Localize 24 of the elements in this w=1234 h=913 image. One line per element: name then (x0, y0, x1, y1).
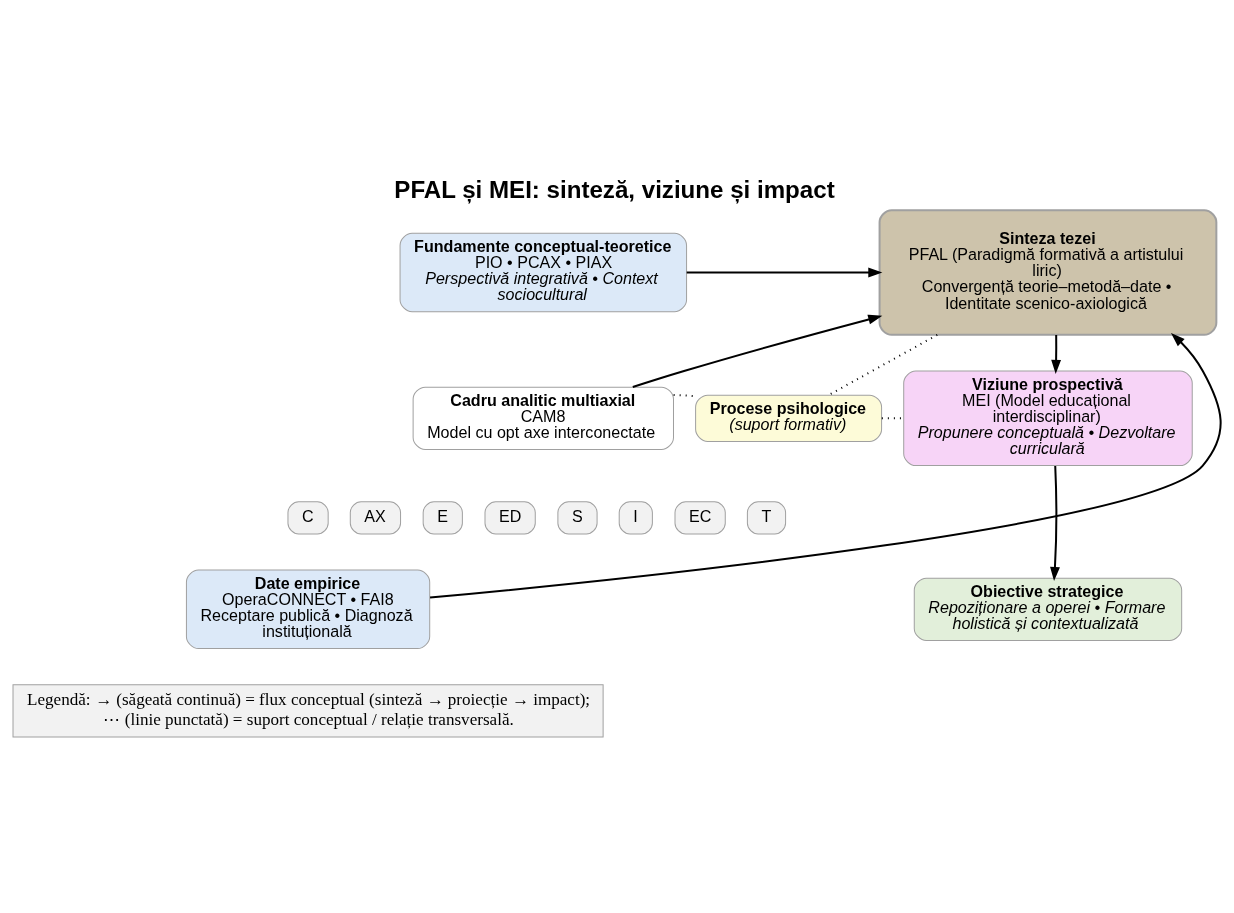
arrow (686, 267, 883, 278)
connector (673, 394, 696, 398)
connector (828, 334, 938, 396)
node-box: Viziune prospectivă MEI (Model educațional interdisciplinar) Propunere conceptuală • Dezvoltare curriculară (903, 370, 1193, 467)
node-box: Date empirice OperaCONNECT • FAI8 Receptare publică • Diagnoză instituțională (185, 569, 431, 649)
node-box: AX (349, 501, 402, 535)
node-box: Fundamente conceptual-teoretice PIO • PCAX • PIAX Perspectivă integrativă • Context sociocultural (399, 232, 688, 313)
arrow (632, 314, 883, 388)
node-box: Procese psihologice (suport formativ) (695, 394, 883, 442)
node-box: E (422, 501, 463, 535)
node-box: C (287, 501, 329, 535)
node-box: T (746, 501, 787, 535)
node-box: Sinteza tezei PFAL (Paradigmă formativă a artistului liric) Convergență teorie–metodă–date • Identitate scenico-axiologică (878, 209, 1218, 336)
arrow (1051, 334, 1062, 374)
node-box: ED (484, 501, 536, 535)
diagram-title: PFAL și MEI: sinteză, viziune și impact (394, 176, 835, 204)
node-box: Cadru analitic multiaxial CAM8 Model cu opt axe interconectate (412, 386, 674, 450)
arrow (429, 332, 1222, 599)
node-box: Obiective strategice Repoziționare a operei • Formare holistică și contextualizată (913, 577, 1183, 641)
label: Legendă: → (săgeată continuă) = flux conceptual (sinteză → proiecție → impact); ⋯ (linie punctată) = suport conceptual / relație transversală. (27, 690, 591, 729)
node-box: S (557, 501, 598, 535)
connector (881, 417, 904, 420)
arrow (1050, 465, 1060, 582)
node-box: EC (674, 501, 726, 535)
